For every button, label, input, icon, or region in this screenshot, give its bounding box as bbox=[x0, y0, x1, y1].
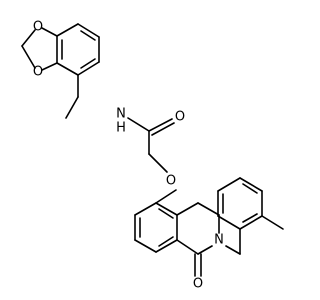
molecule-drawing: O O N H O O N O bbox=[21, 20, 284, 292]
structure-canvas: O O N H O O N O bbox=[21, 19, 284, 292]
atom-label-n: N bbox=[214, 233, 224, 248]
bond bbox=[242, 213, 258, 223]
bond bbox=[151, 122, 175, 136]
bond bbox=[239, 215, 263, 230]
atom-label-o: O bbox=[193, 277, 203, 292]
bond bbox=[155, 189, 177, 204]
bond bbox=[239, 177, 263, 192]
bond bbox=[176, 202, 199, 216]
atom-label-o: O bbox=[33, 20, 43, 35]
bond bbox=[197, 245, 213, 255]
atom-label-o: O bbox=[166, 174, 176, 189]
bond bbox=[77, 23, 100, 38]
bond bbox=[242, 183, 258, 194]
bond bbox=[134, 202, 157, 216]
bond bbox=[158, 236, 174, 247]
bond bbox=[225, 245, 241, 255]
bond bbox=[155, 239, 178, 253]
bond bbox=[158, 208, 174, 219]
bond bbox=[217, 215, 241, 230]
bond bbox=[176, 239, 199, 255]
bond bbox=[148, 153, 168, 173]
atom-label-n: N bbox=[116, 107, 126, 122]
bond bbox=[217, 177, 241, 192]
atom-label-o: O bbox=[33, 65, 43, 80]
bond bbox=[261, 215, 284, 230]
bond bbox=[80, 58, 96, 69]
bond bbox=[56, 62, 79, 76]
benzodioxole-group bbox=[21, 23, 100, 119]
bond bbox=[148, 118, 173, 132]
bond bbox=[80, 30, 96, 41]
bond bbox=[21, 29, 36, 47]
bond bbox=[41, 62, 58, 71]
acetamide-linker bbox=[127, 117, 175, 173]
atom-label-h: H bbox=[116, 121, 126, 136]
bond bbox=[56, 23, 79, 37]
isoquinolinone-group bbox=[134, 189, 241, 277]
atom-label-o: O bbox=[175, 110, 185, 125]
methylbenzyl-group bbox=[217, 177, 284, 230]
bond bbox=[134, 239, 157, 253]
bond bbox=[65, 96, 79, 119]
bond bbox=[21, 45, 36, 69]
bond bbox=[77, 61, 100, 76]
bond bbox=[155, 202, 178, 216]
bond bbox=[41, 27, 58, 37]
bond bbox=[127, 117, 150, 132]
bond bbox=[197, 202, 220, 216]
